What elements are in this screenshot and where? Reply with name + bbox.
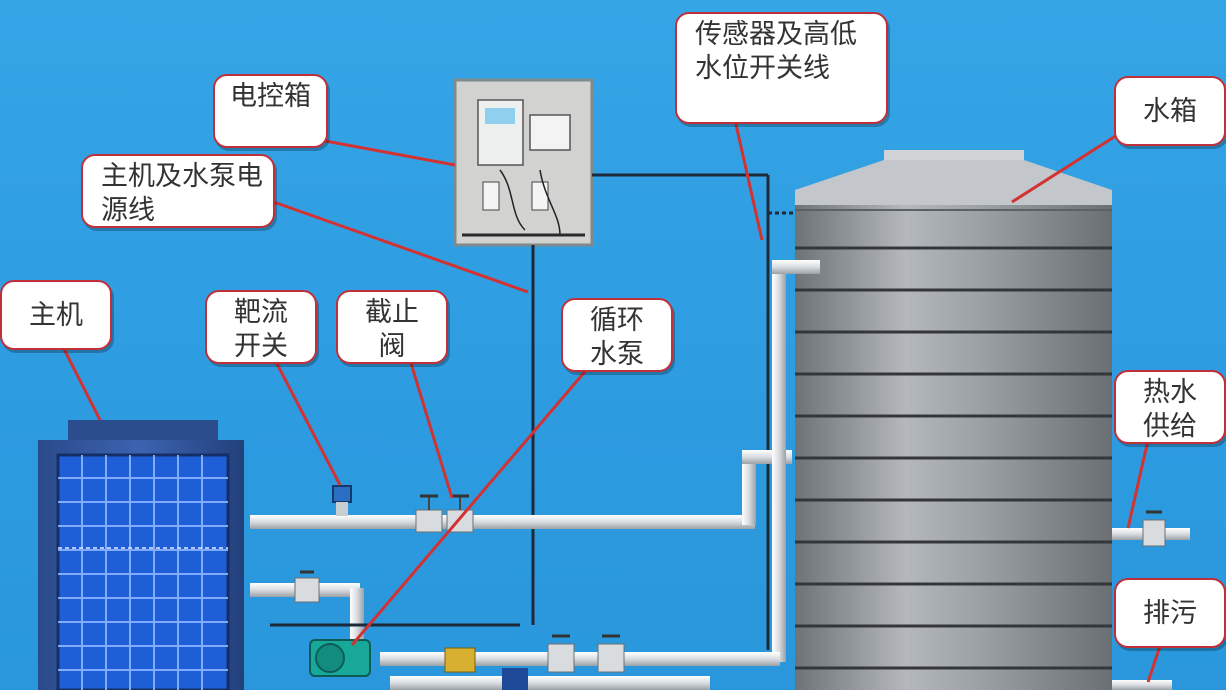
host-unit <box>38 420 244 690</box>
label-flow-switch: 靶流开关 <box>234 297 288 362</box>
callout-electric-box: 电控箱 <box>213 74 328 148</box>
label-host: 主机 <box>29 300 83 331</box>
callout-hot-water-supply: 热水供给 <box>1114 370 1226 444</box>
callout-host: 主机 <box>0 280 112 350</box>
callout-drain: 排污 <box>1114 578 1226 648</box>
label-hot-water-supply: 热水供给 <box>1143 377 1197 442</box>
callout-flow-switch: 靶流开关 <box>205 290 317 364</box>
callout-stop-valve: 截止阀 <box>336 290 448 364</box>
callout-water-tank: 水箱 <box>1114 76 1226 146</box>
label-stop-valve: 截止阀 <box>365 297 419 362</box>
label-sensor-line: 传感器及高低水位开关线 <box>695 19 857 84</box>
valves <box>294 485 1166 690</box>
callout-sensor-line: 传感器及高低水位开关线 <box>675 12 888 124</box>
callout-power-line: 主机及水泵电源线 <box>81 154 275 228</box>
pipes <box>250 260 1190 690</box>
leader-lines <box>60 119 1164 683</box>
wires <box>531 173 795 650</box>
callout-circulation-pump: 循环水泵 <box>561 298 673 372</box>
label-drain: 排污 <box>1143 598 1197 629</box>
electric-box <box>453 78 594 247</box>
label-circulation-pump: 循环水泵 <box>590 305 644 370</box>
flow-switch-body <box>332 485 352 503</box>
water-tank <box>795 150 1112 690</box>
label-electric-box: 电控箱 <box>230 81 311 112</box>
label-water-tank: 水箱 <box>1143 96 1197 127</box>
label-power-line: 主机及水泵电源线 <box>101 161 263 226</box>
